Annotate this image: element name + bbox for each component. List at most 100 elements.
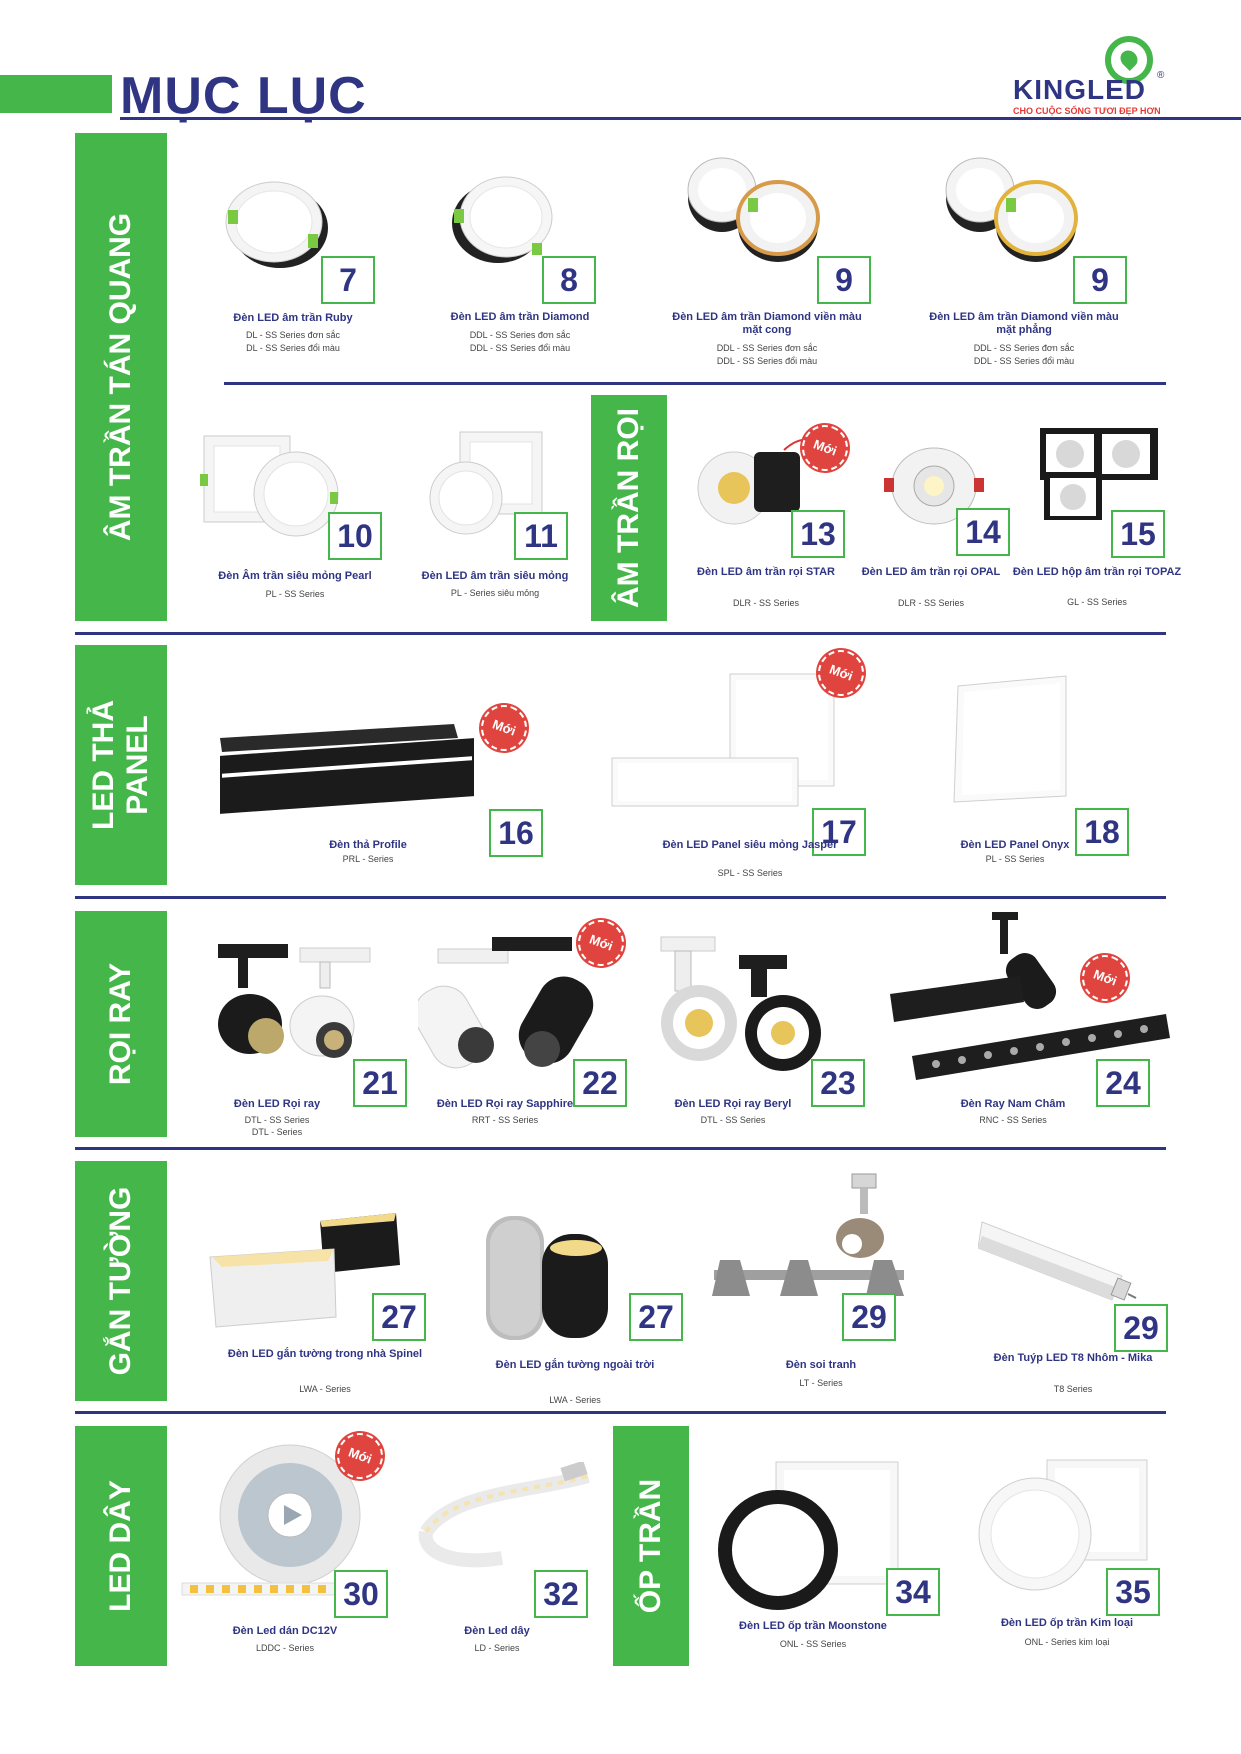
product-series: DTL - Series xyxy=(251,1127,303,1137)
product-series: RNC - SS Series xyxy=(979,1115,1047,1125)
led-panel-image xyxy=(953,675,1067,803)
wall-light-image xyxy=(209,1213,400,1328)
divider xyxy=(75,896,1166,899)
page-number: 15 xyxy=(1111,510,1165,558)
section-led-day: LED DÂY xyxy=(75,1426,167,1666)
led-strip-image xyxy=(418,1462,590,1568)
logo-tagline: CHO CUỘC SỐNG TƯƠI ĐẸP HƠN xyxy=(1013,106,1161,116)
downlight-image xyxy=(225,181,328,268)
product-series: DL - SS Series đơn sắc xyxy=(245,330,341,340)
kingled-logo: KINGLED ® CHO CUỘC SỐNG TƯƠI ĐẸP HƠN xyxy=(1005,36,1205,116)
product-series: LWA - Series xyxy=(299,1384,351,1394)
page-number: 13 xyxy=(791,510,845,558)
section-label: ỐP TRẦN xyxy=(634,1478,667,1614)
page-number: 11 xyxy=(514,512,568,560)
led-strip-reel-image xyxy=(181,1444,379,1596)
product-name: Đèn LED âm trần siêu mỏng xyxy=(421,570,569,582)
section-gan-tuong: GẮN TƯỜNG xyxy=(75,1161,167,1401)
product-series: DTL - SS Series xyxy=(700,1115,766,1125)
product-name: Đèn LED ốp trần Moonstone xyxy=(739,1620,887,1632)
product-name: Đèn LED gắn tường ngoài trời xyxy=(495,1359,655,1371)
product-series: GL - SS Series xyxy=(1067,597,1127,607)
divider xyxy=(75,1147,1166,1150)
product-name: Đèn LED âm trần Diamond viền màu mặt phẳ… xyxy=(929,311,1119,336)
page-number: 23 xyxy=(811,1059,865,1107)
product-series: DLR - SS Series xyxy=(897,598,965,608)
page-number: 8 xyxy=(542,256,596,304)
panel-light-image xyxy=(429,431,543,535)
logo-brand: KINGLED xyxy=(1013,74,1146,105)
page-number: 21 xyxy=(353,1059,407,1107)
led-panel-image xyxy=(611,673,835,807)
page-number: 30 xyxy=(334,1570,388,1618)
product-series: DDL - SS Series đổi màu xyxy=(716,356,818,366)
product-series: DDL - SS Series đơn sắc xyxy=(973,343,1075,353)
page-number: 29 xyxy=(842,1293,896,1341)
downlight-image xyxy=(945,157,1078,262)
page-number: 18 xyxy=(1075,808,1129,856)
product-series: ONL - Series kim loại xyxy=(1024,1637,1110,1647)
product-series: RRT - SS Series xyxy=(471,1115,539,1125)
page-number: 9 xyxy=(1073,256,1127,304)
section-am-tran-roi: ÂM TRẦN RỌI xyxy=(591,395,667,621)
section-am-tran-tan-quang: ÂM TRẦN TÁN QUANG xyxy=(75,133,167,621)
panel-light-image xyxy=(200,435,339,537)
product-series: DL - SS Series đổi màu xyxy=(246,343,340,353)
outdoor-wall-light-image xyxy=(486,1216,608,1340)
track-light-image xyxy=(660,936,821,1071)
product-series: LWA - Series xyxy=(549,1395,601,1405)
product-series: DDL - SS Series đổi màu xyxy=(469,343,571,353)
track-light-image xyxy=(218,944,371,1058)
page-title: MỤC LỤC xyxy=(120,67,367,125)
product-name: Đèn LED âm trần Diamond xyxy=(450,311,590,323)
product-name: Đèn LED hộp âm trần rọi TOPAZ xyxy=(1012,566,1182,578)
product-name: Đèn thả Profile xyxy=(329,839,407,851)
product-name: Đèn LED Rọi ray Sapphire xyxy=(436,1098,574,1110)
product-series: SPL - SS Series xyxy=(717,868,783,878)
picture-light-image xyxy=(712,1173,904,1296)
downlight-image xyxy=(452,176,553,263)
product-series: PRL - Series xyxy=(342,854,394,864)
product-name: Đèn Led dán DC12V xyxy=(232,1625,338,1637)
product-name: Đèn Tuýp LED T8 Nhôm - Mika xyxy=(993,1352,1153,1364)
product-series: DDL - SS Series đơn sắc xyxy=(716,343,818,353)
divider xyxy=(75,632,1166,635)
product-series: DDL - SS Series đổi màu xyxy=(973,356,1075,366)
page-number: 9 xyxy=(817,256,871,304)
product-series: ONL - SS Series xyxy=(779,1639,847,1649)
page-number: 7 xyxy=(321,256,375,304)
product-series: LD - Series xyxy=(474,1643,520,1653)
header-divider xyxy=(120,117,1241,120)
product-name: Đèn LED âm trần Ruby xyxy=(233,312,353,324)
page-number: 32 xyxy=(534,1570,588,1618)
section-label: ÂM TRẦN RỌI xyxy=(612,408,645,608)
header-accent-bar xyxy=(0,75,112,113)
profile-light-image xyxy=(220,724,474,814)
page-number: 16 xyxy=(489,809,543,857)
new-badge: Mới xyxy=(474,698,534,758)
product-name: Đèn LED âm trần Diamond viền màu mặt con… xyxy=(672,311,862,336)
box-spotlight-image xyxy=(1040,428,1158,520)
logo-ring-icon xyxy=(1105,36,1153,84)
page-number: 10 xyxy=(328,512,382,560)
page-number: 35 xyxy=(1106,1568,1160,1616)
section-label-line2: PANEL xyxy=(121,715,154,815)
product-name: Đèn Ray Nam Châm xyxy=(960,1098,1066,1110)
product-name: Đèn LED âm trần rọi OPAL xyxy=(861,566,1001,578)
product-name: Đèn Led dây xyxy=(464,1625,530,1637)
product-name: Đèn LED gắn tường trong nhà Spinel xyxy=(227,1348,423,1360)
page-number: 17 xyxy=(812,808,866,856)
product-series: T8 Series xyxy=(1053,1384,1093,1394)
product-name: Đèn Âm trần siêu mỏng Pearl xyxy=(218,570,372,582)
section-op-tran: ỐP TRẦN xyxy=(613,1426,689,1666)
product-name: Đèn soi tranh xyxy=(785,1359,857,1371)
section-label: RỌI RAY xyxy=(104,962,137,1086)
track-light-image xyxy=(418,937,594,1069)
product-name: Đèn LED Rọi ray xyxy=(233,1098,321,1110)
page-number: 27 xyxy=(629,1293,683,1341)
section-label: GẮN TƯỜNG xyxy=(104,1186,137,1376)
ceiling-light-image xyxy=(718,1461,899,1610)
logo-registered: ® xyxy=(1157,70,1165,81)
magnetic-track-image xyxy=(890,912,1170,1080)
